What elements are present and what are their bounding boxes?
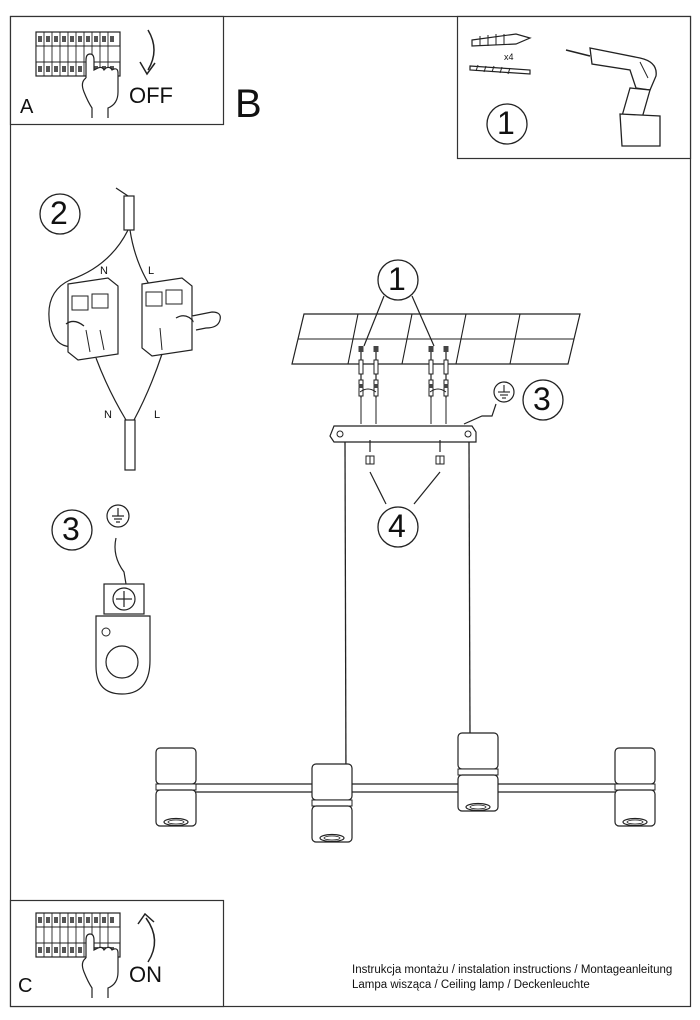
step-1-marker: [486, 103, 528, 145]
shade-4: [614, 747, 656, 827]
screw-4-left: [365, 440, 375, 465]
drill-icon: [565, 47, 661, 147]
shade-2: [311, 763, 353, 843]
tools-panel: [456, 15, 692, 160]
ceiling-plate: [329, 425, 477, 443]
lamp-bar: [193, 779, 619, 801]
on-label: ON: [129, 962, 162, 987]
wall-plug-icon: [471, 33, 532, 47]
step-4-number: 4: [388, 508, 406, 544]
terminal-right: [141, 277, 221, 357]
panel-b-letter: B: [235, 82, 262, 126]
footer-line-2: Lampa wisząca / Ceiling lamp / Deckenleu…: [352, 979, 590, 991]
terminal-left: [65, 277, 119, 361]
quantity-label: x4: [504, 52, 514, 62]
shade-3: [457, 732, 499, 812]
step-3-marker: [51, 509, 93, 551]
off-label: OFF: [129, 83, 173, 108]
step-2-marker: [39, 193, 81, 235]
suspension-wire-right: [468, 441, 471, 737]
neutral-top-label: N: [100, 265, 108, 277]
screw-4-right: [435, 440, 445, 465]
live-top-label: L: [148, 265, 155, 277]
footer-line-1: Instrukcja montażu / instalation instruc…: [352, 964, 673, 976]
panel-a-power-off: [9, 15, 225, 126]
step-1-ceiling-number: 1: [388, 261, 406, 297]
panel-a-letter: A: [20, 96, 34, 118]
suspension-wire-left: [344, 441, 347, 791]
step-4-marker: [377, 506, 419, 548]
step-3-number: 3: [62, 511, 80, 547]
panel-c-power-on: [9, 899, 225, 1008]
shade-1: [155, 747, 197, 827]
off-arrow: [147, 29, 155, 71]
screw-icon: [469, 64, 531, 75]
live-bottom-label: L: [154, 409, 161, 421]
earth-detail: [51, 504, 151, 695]
wiring-diagram: [39, 187, 221, 471]
neutral-bottom-label: N: [104, 409, 112, 421]
page-frame: [9, 15, 692, 1008]
panel-c-letter: C: [18, 975, 33, 997]
step-2-number: 2: [50, 195, 68, 231]
step-1-number: 1: [497, 105, 515, 141]
step-1-ceiling-marker: [377, 259, 419, 301]
step-3-right-number: 3: [533, 381, 551, 417]
on-arrow: [145, 917, 156, 963]
step-3-right-marker: [522, 379, 564, 421]
ceiling-tiles: [291, 313, 581, 365]
